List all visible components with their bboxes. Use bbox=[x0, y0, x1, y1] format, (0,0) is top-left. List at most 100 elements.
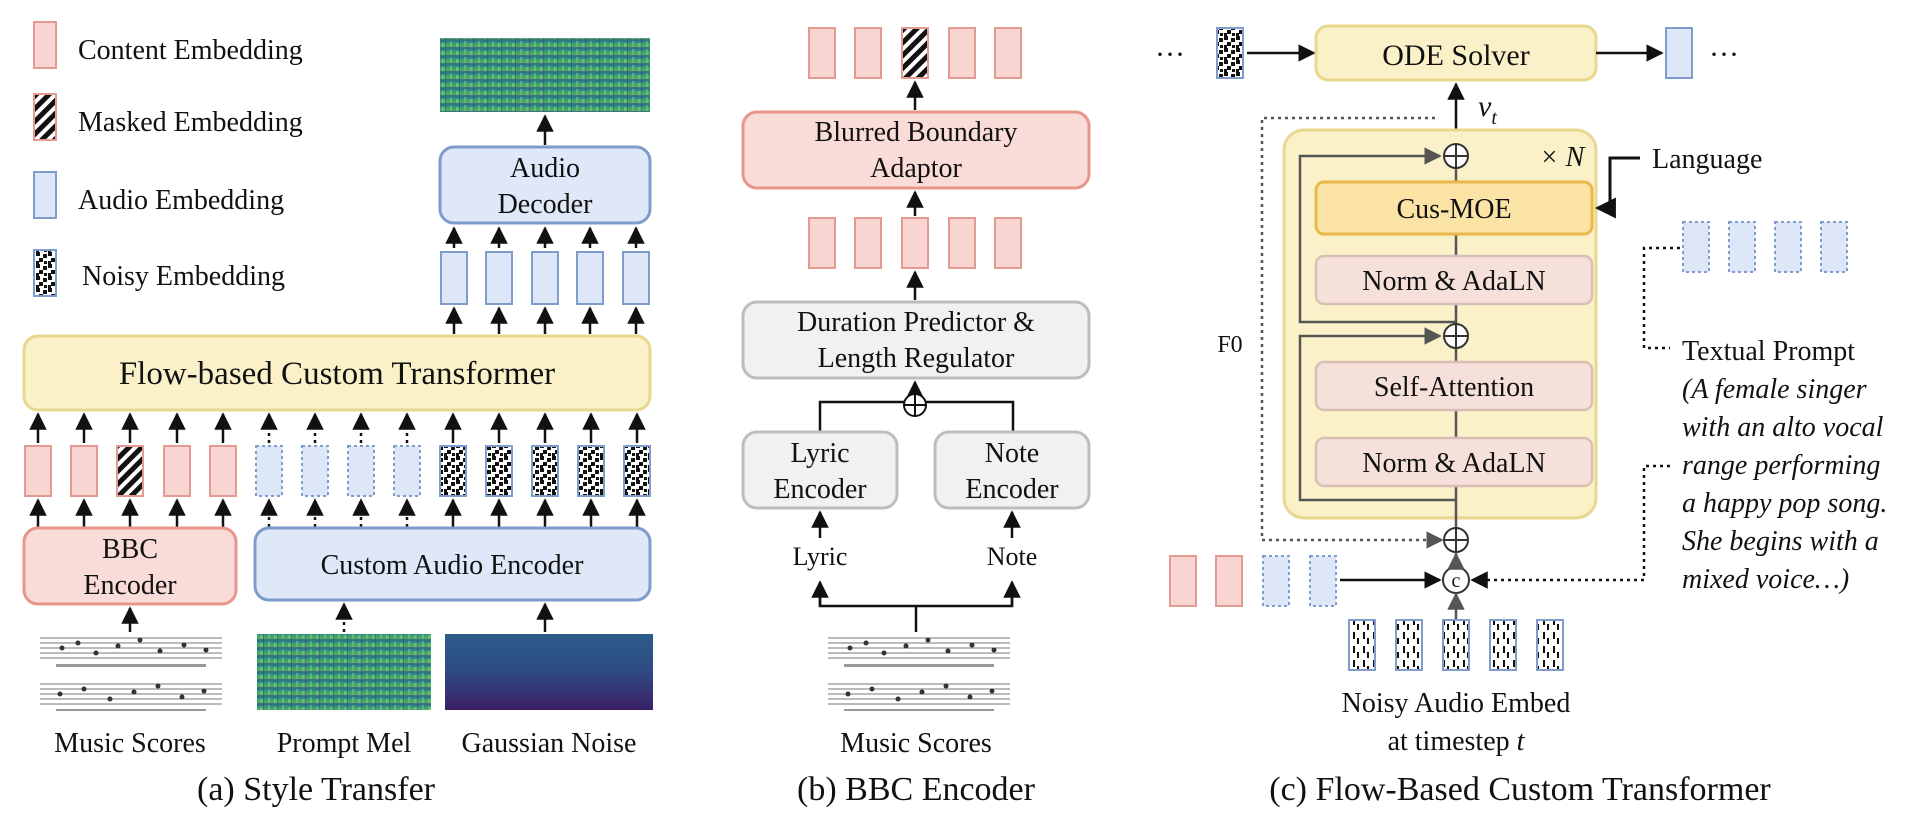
label-prompt-mel: Prompt Mel bbox=[277, 728, 412, 759]
lyric-encoder-line2: Encoder bbox=[773, 474, 867, 505]
content-embedding bbox=[70, 445, 98, 497]
lyric-encoder-box bbox=[741, 430, 899, 510]
blurred-boundary-adaptor-box bbox=[741, 110, 1091, 190]
add-symbol bbox=[1443, 143, 1469, 169]
content-embedding bbox=[1215, 555, 1243, 607]
output-spectrogram bbox=[440, 38, 650, 112]
audio-decoder-line2: Decoder bbox=[498, 189, 594, 220]
noisy-embedding bbox=[623, 445, 651, 497]
custom-audio-encoder-box bbox=[253, 526, 652, 602]
prompt-audio-embedding bbox=[393, 445, 421, 497]
adaptor-line2: Adaptor bbox=[870, 153, 962, 184]
legend: Content Embedding Masked Embedding Audio… bbox=[33, 21, 303, 297]
lyric-label: Lyric bbox=[793, 542, 848, 571]
audio-embedding bbox=[622, 251, 650, 305]
legend-audio-label: Audio Embedding bbox=[78, 185, 284, 216]
masked-embedding bbox=[116, 445, 144, 497]
legend-content-swatch bbox=[33, 21, 57, 69]
duration-predictor-box bbox=[741, 300, 1091, 380]
music-score-image-b bbox=[826, 632, 1012, 711]
noisy-audio-embeddings bbox=[1348, 619, 1564, 671]
panel-c: ··· ODE Solver ··· vt × N Cus-MOE Norm &… bbox=[1155, 24, 1887, 808]
times-n-label: × N bbox=[1540, 142, 1586, 173]
duration-line1: Duration Predictor & bbox=[797, 307, 1035, 338]
legend-audio-swatch bbox=[33, 171, 57, 219]
vt-label: vt bbox=[1478, 90, 1497, 129]
ode-solver-label: ODE Solver bbox=[1382, 39, 1529, 72]
concat-input-embeddings bbox=[1169, 555, 1337, 607]
prompt-line-6: mixed voice…) bbox=[1682, 564, 1849, 595]
transformer-input-embeddings bbox=[24, 412, 651, 527]
text-prompt-embeddings bbox=[1682, 221, 1848, 273]
panel-b: Blurred Boundary Adaptor Duration Predic… bbox=[741, 27, 1091, 808]
prompt-line-1: (A female singer bbox=[1682, 374, 1867, 405]
content-embedding bbox=[163, 445, 191, 497]
audio-embedding bbox=[576, 251, 604, 305]
note-label: Note bbox=[987, 542, 1038, 571]
noisy-embedding bbox=[439, 445, 467, 497]
cus-moe-label: Cus-MOE bbox=[1396, 194, 1511, 225]
content-embedding bbox=[209, 445, 237, 497]
adaptor-line1: Blurred Boundary bbox=[815, 117, 1018, 148]
note-encoder-line2: Encoder bbox=[965, 474, 1059, 505]
prompt-audio-embedding bbox=[255, 445, 283, 497]
panel-a: Audio Decoder Flow-based Custom Transfor… bbox=[22, 38, 653, 808]
prompt-line-3: range performing bbox=[1682, 450, 1880, 481]
audio-embedding bbox=[485, 251, 513, 305]
prompt-audio-embedding bbox=[1262, 555, 1290, 607]
legend-content-label: Content Embedding bbox=[78, 35, 303, 66]
prompt-audio-embedding bbox=[301, 445, 329, 497]
norm-adaln-top-label: Norm & AdaLN bbox=[1362, 266, 1546, 297]
legend-masked-label: Masked Embedding bbox=[78, 107, 303, 138]
ellipsis-right: ··· bbox=[1709, 38, 1739, 71]
legend-noisy-swatch bbox=[33, 249, 57, 297]
note-encoder-box bbox=[933, 430, 1091, 510]
norm-adaln-bottom-box bbox=[1314, 436, 1594, 488]
norm-adaln-bottom-label: Norm & AdaLN bbox=[1362, 448, 1546, 479]
music-score-image bbox=[38, 632, 224, 711]
cus-moe-box bbox=[1314, 180, 1594, 236]
bbc-encoder-line1: BBC bbox=[102, 534, 158, 565]
caption-a: (a) Style Transfer bbox=[197, 771, 436, 808]
textual-prompt-label: Textual Prompt bbox=[1682, 336, 1855, 367]
regulated-embeddings bbox=[808, 217, 1022, 269]
self-attention-label: Self-Attention bbox=[1374, 372, 1534, 403]
decoder-input-embeddings bbox=[440, 226, 650, 334]
noisy-embedding bbox=[577, 445, 605, 497]
prompt-audio-embedding bbox=[347, 445, 375, 497]
caption-b: (b) BBC Encoder bbox=[797, 771, 1036, 808]
svg-text:c: c bbox=[1452, 570, 1461, 592]
noisy-audio-line1: Noisy Audio Embed bbox=[1342, 688, 1571, 719]
label-music-scores: Music Scores bbox=[54, 728, 206, 759]
self-attention-box bbox=[1314, 360, 1594, 412]
adaptor-output-embeddings bbox=[808, 27, 1022, 79]
f0-label: F0 bbox=[1217, 332, 1242, 358]
label-music-scores-b: Music Scores bbox=[840, 728, 992, 759]
prompt-line-4: a happy pop song. bbox=[1682, 488, 1887, 519]
audio-embedding bbox=[440, 251, 468, 305]
add-symbol bbox=[1443, 323, 1469, 349]
prompt-line-2: with an alto vocal bbox=[1682, 412, 1884, 443]
noisy-embedding bbox=[531, 445, 559, 497]
prompt-mel-spectrogram bbox=[257, 634, 431, 710]
custom-audio-encoder-label: Custom Audio Encoder bbox=[321, 550, 585, 581]
add-symbol bbox=[1443, 527, 1469, 553]
audio-decoder-line1: Audio bbox=[510, 153, 580, 184]
caption-c: (c) Flow-Based Custom Transformer bbox=[1269, 771, 1771, 808]
audio-embedding-output bbox=[1665, 27, 1693, 79]
noisy-embedding bbox=[485, 445, 513, 497]
prompt-audio-embedding bbox=[1309, 555, 1337, 607]
note-encoder-line1: Note bbox=[985, 438, 1039, 469]
lyric-encoder-line1: Lyric bbox=[790, 438, 849, 469]
label-gaussian-noise: Gaussian Noise bbox=[462, 728, 637, 759]
audio-embedding bbox=[531, 251, 559, 305]
legend-masked-swatch bbox=[33, 93, 57, 141]
gaussian-noise-spectrogram bbox=[445, 634, 653, 710]
noisy-audio-line2: at timestep t bbox=[1388, 726, 1526, 757]
bbc-encoder-box bbox=[22, 526, 238, 606]
flow-transformer-box bbox=[22, 334, 652, 412]
bbc-encoder-line2: Encoder bbox=[83, 570, 177, 601]
noisy-embedding-input bbox=[1216, 27, 1244, 79]
content-embedding bbox=[24, 445, 52, 497]
legend-noisy-label: Noisy Embedding bbox=[82, 261, 285, 292]
